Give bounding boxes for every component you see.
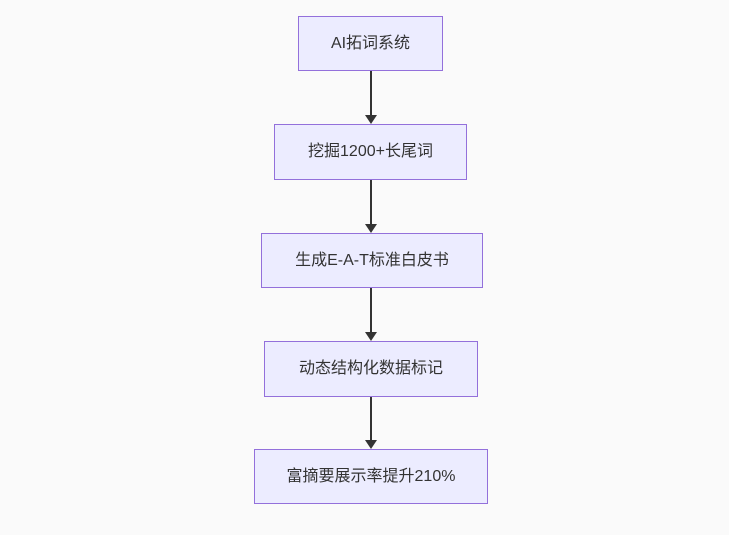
edge-line	[369, 288, 372, 334]
arrowhead-down-icon	[364, 440, 377, 449]
node-label: 动态结构化数据标记	[298, 360, 443, 378]
edge-line	[369, 397, 372, 442]
edge-line	[369, 71, 372, 117]
flowchart-node-dynamic-structured-data-markup: 动态结构化数据标记	[264, 341, 478, 397]
node-label: 富摘要展示率提升210%	[286, 467, 456, 485]
node-label: 生成E-A-T标准白皮书	[295, 251, 449, 269]
node-label: AI拓词系统	[330, 34, 411, 52]
flowchart-node-ai-word-expansion-system: AI拓词系统	[298, 16, 443, 71]
arrowhead-down-icon	[364, 332, 377, 341]
flowchart-node-generate-eat-whitepaper: 生成E-A-T标准白皮书	[261, 233, 483, 288]
edge-line	[369, 180, 372, 226]
node-label: 挖掘1200+长尾词	[308, 143, 433, 161]
flow-edge-2	[364, 180, 377, 233]
flow-edge-4	[364, 397, 377, 449]
flow-edge-1	[364, 71, 377, 124]
arrowhead-down-icon	[364, 115, 377, 124]
flowchart-node-mine-longtail-keywords: 挖掘1200+长尾词	[274, 124, 467, 180]
flow-edge-3	[364, 288, 377, 341]
arrowhead-down-icon	[364, 224, 377, 233]
flowchart-node-rich-snippet-rate-increase: 富摘要展示率提升210%	[254, 449, 488, 504]
